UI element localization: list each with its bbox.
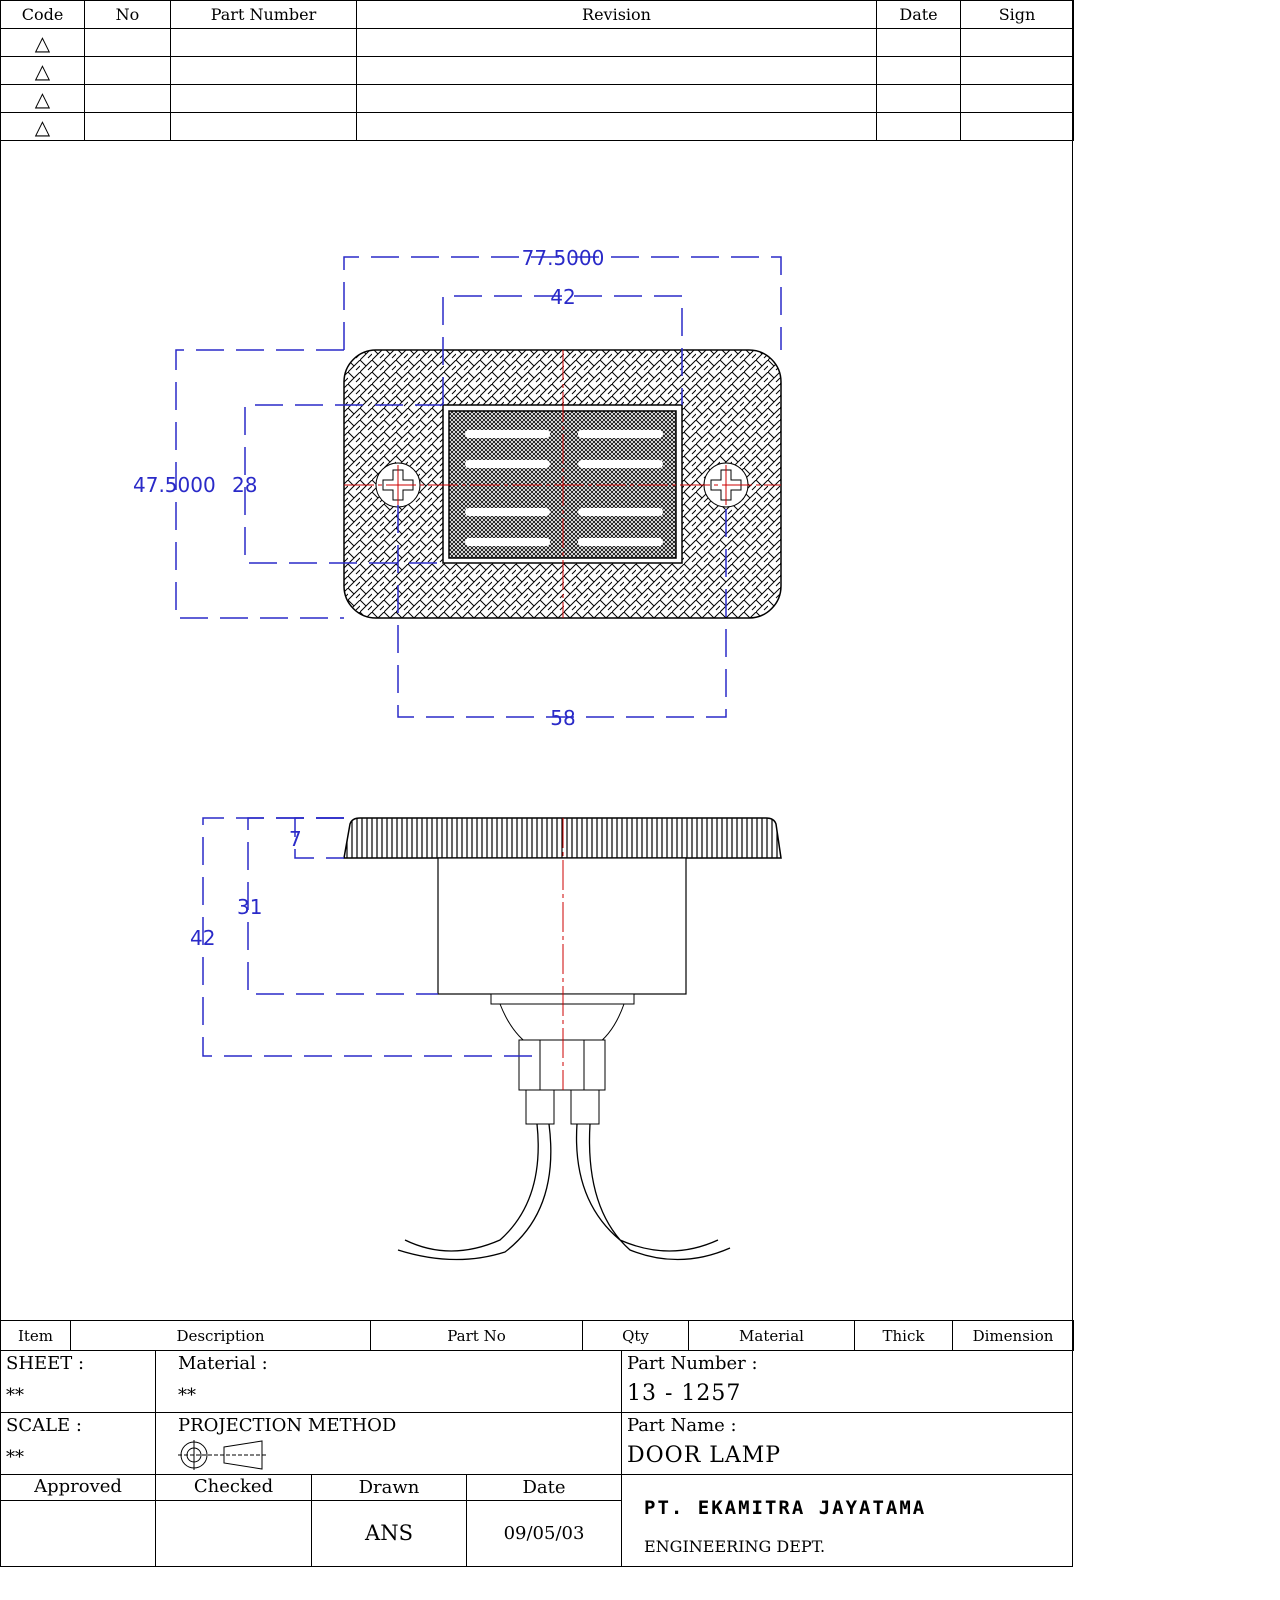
dim-hole-spacing: 58 <box>550 706 575 730</box>
dim-body-depth: 31 <box>237 895 262 919</box>
department-name: ENGINEERING DEPT. <box>644 1537 826 1556</box>
dim-lens-width: 42 <box>550 285 575 309</box>
dim-overall-height: 47.5000 <box>133 473 216 497</box>
dim-overall-width: 77.5000 <box>522 246 605 270</box>
header-date: Date <box>876 0 961 29</box>
top-view: 77.5000 42 47.5000 28 58 <box>133 246 782 730</box>
approved-label: Approved <box>1 1475 155 1501</box>
part-name-cell: Part Name : DOOR LAMP <box>621 1412 1073 1475</box>
lens-ribs <box>465 430 663 546</box>
items-header-row: Item Description Part No Qty Material Th… <box>0 1320 1074 1351</box>
material-label: Material : <box>178 1353 268 1374</box>
company-name: PT. EKAMITRA JAYATAMA <box>644 1497 927 1519</box>
revision-triangle-icon: △ <box>0 84 85 113</box>
part-number-cell: Part Number : 13 - 1257 <box>621 1350 1073 1413</box>
approved-cell: Approved <box>0 1474 156 1567</box>
dim-flange-thickness: 7 <box>289 827 302 851</box>
revision-triangle-icon: △ <box>0 56 85 85</box>
terminal-right <box>570 1089 600 1125</box>
header-qty: Qty <box>582 1320 689 1351</box>
header-part-number: Part Number <box>170 0 357 29</box>
header-material: Material <box>688 1320 855 1351</box>
terminal-left <box>525 1089 555 1125</box>
centerlines-top <box>344 350 781 618</box>
revision-row: △ <box>0 84 1074 113</box>
header-no: No <box>84 0 171 29</box>
company-cell: PT. EKAMITRA JAYATAMA ENGINEERING DEPT. <box>621 1474 1073 1567</box>
drawn-label: Drawn <box>312 1475 466 1501</box>
dimension-lines-side <box>202 817 540 1057</box>
body <box>437 857 687 995</box>
revision-row: △ <box>0 56 1074 85</box>
sheet-value: ** <box>6 1385 24 1406</box>
title-block: SHEET : ** Material : ** Part Number : 1… <box>0 1350 1073 1567</box>
sheet-cell: SHEET : ** <box>0 1350 156 1413</box>
third-angle-projection-icon <box>178 1440 268 1470</box>
checked-label: Checked <box>156 1475 311 1501</box>
scale-cell: SCALE : ** <box>0 1412 156 1475</box>
revision-header-row: Code No Part Number Revision Date Sign <box>0 0 1074 29</box>
revision-triangle-icon: △ <box>0 112 85 141</box>
items-table: Item Description Part No Qty Material Th… <box>0 1320 1074 1351</box>
part-number-label: Part Number : <box>627 1353 758 1374</box>
material-cell: Material : ** <box>155 1350 622 1413</box>
projection-cell: PROJECTION METHOD <box>155 1412 622 1475</box>
part-number-value: 13 - 1257 <box>627 1381 742 1406</box>
date-value: 09/05/03 <box>503 1523 585 1544</box>
checked-cell: Checked <box>155 1474 312 1567</box>
header-sign: Sign <box>960 0 1074 29</box>
dim-lens-height: 28 <box>232 473 257 497</box>
part-name-value: DOOR LAMP <box>627 1443 782 1468</box>
date-label: Date <box>467 1475 621 1501</box>
header-description: Description <box>70 1320 371 1351</box>
dimension-lines-top <box>175 256 782 718</box>
scale-value: ** <box>6 1447 24 1468</box>
header-revision: Revision <box>356 0 877 29</box>
scale-label: SCALE : <box>6 1415 82 1436</box>
header-part-no: Part No <box>370 1320 583 1351</box>
dim-total-depth: 42 <box>190 926 215 950</box>
side-view: 7 31 42 <box>190 817 782 1261</box>
projection-label: PROJECTION METHOD <box>178 1415 397 1436</box>
revision-row: △ <box>0 28 1074 57</box>
material-value: ** <box>178 1385 196 1406</box>
wire-right <box>575 1123 731 1261</box>
header-code: Code <box>0 0 85 29</box>
header-item: Item <box>0 1320 71 1351</box>
wire-left <box>397 1123 552 1261</box>
connector <box>518 1039 606 1091</box>
drawn-cell: Drawn ANS <box>311 1474 467 1567</box>
technical-drawing: 77.5000 42 47.5000 28 58 7 31 42 <box>133 246 782 1261</box>
revision-row: △ <box>0 112 1074 141</box>
sheet-label: SHEET : <box>6 1353 85 1374</box>
date-cell: Date 09/05/03 <box>466 1474 622 1567</box>
revision-triangle-icon: △ <box>0 28 85 57</box>
part-name-label: Part Name : <box>627 1415 737 1436</box>
header-thick: Thick <box>854 1320 953 1351</box>
drawn-value: ANS <box>365 1521 413 1545</box>
header-dimension: Dimension <box>952 1320 1074 1351</box>
revision-table: Code No Part Number Revision Date Sign △… <box>0 0 1074 141</box>
